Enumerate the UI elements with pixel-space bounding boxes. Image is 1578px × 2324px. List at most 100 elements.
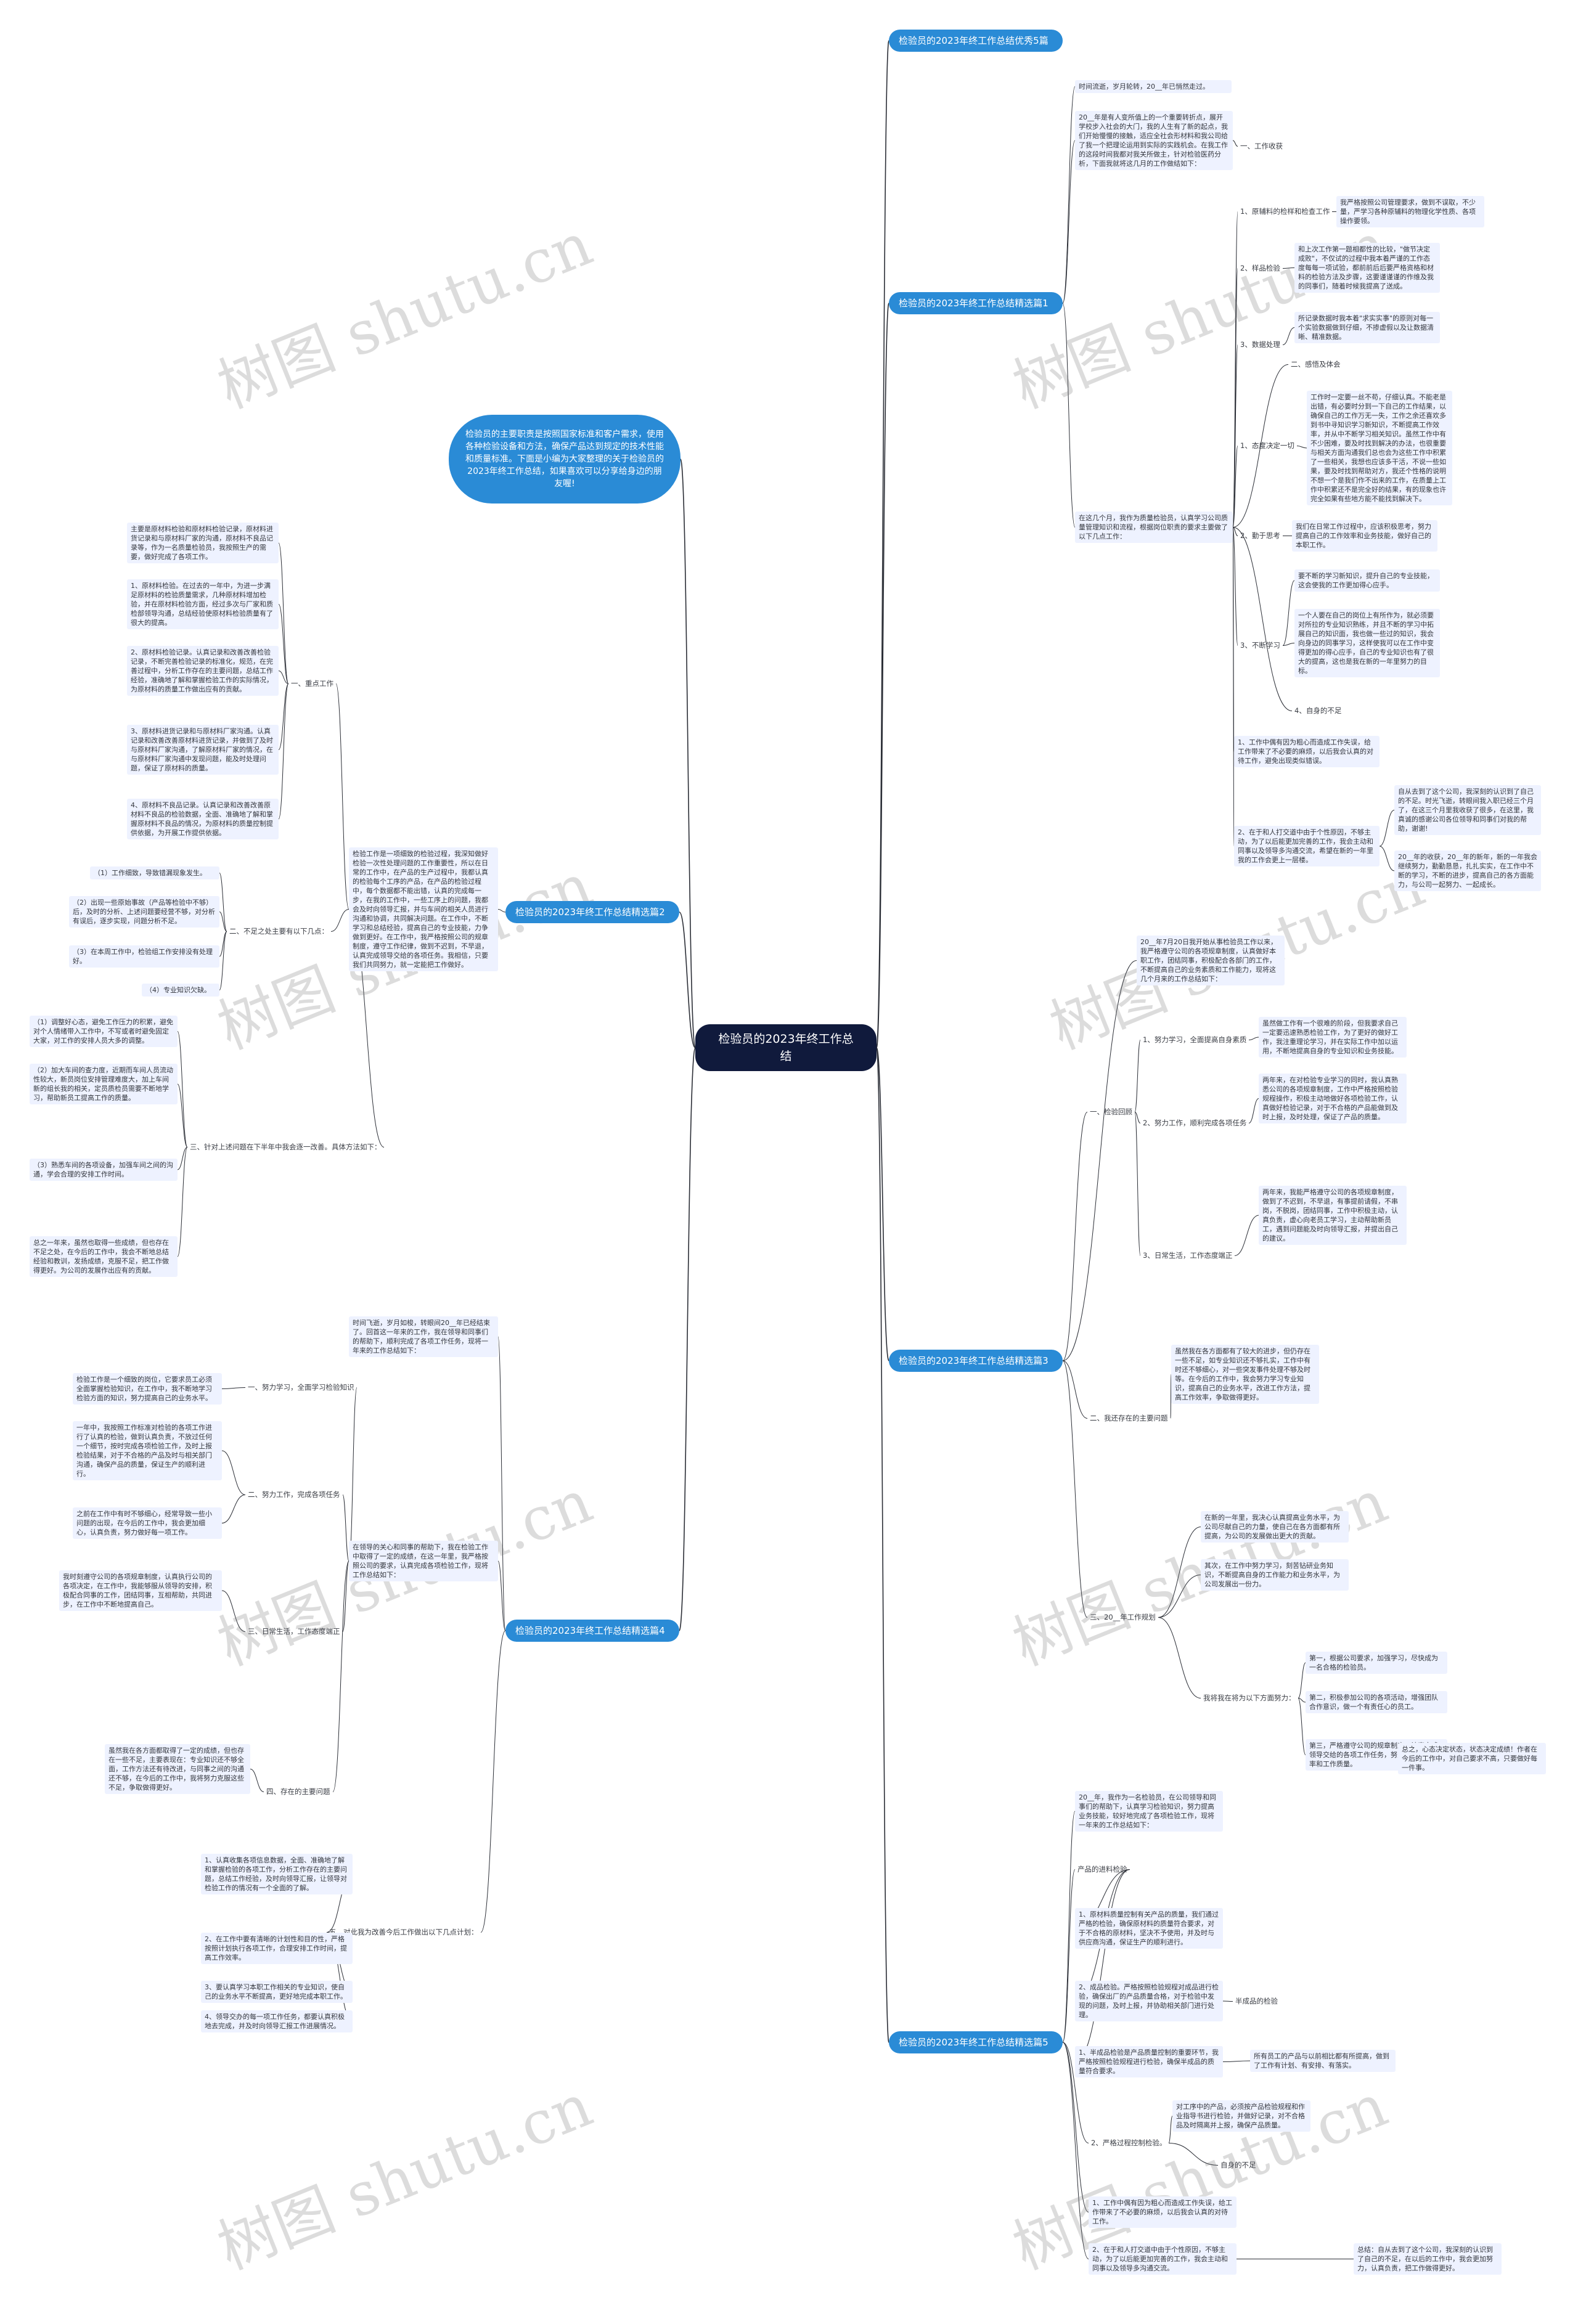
text-node[interactable]: 自从去到了这个公司，我深刻的认识到了自己的不足。时光飞逝，转眼间我入职已经三个月…	[1394, 785, 1541, 835]
sub-topic-label[interactable]: 半成品的检验	[1235, 1997, 1278, 2005]
sub-topic-label[interactable]: 我将我在将为以下方面努力：	[1203, 1694, 1296, 1702]
branch-topic-4[interactable]: 检验员的2023年终工作总结精选篇4	[505, 1620, 679, 1642]
sub-topic-label[interactable]: 四、存在的主要问题	[266, 1787, 330, 1796]
text-node[interactable]: 20__年是有人变所值上的一个重要转折点，展开学校步入社会的大门，我的人生有了新…	[1075, 111, 1233, 170]
text-node[interactable]: 虽然做工作有一个很难的阶段，但我要求自己一定要迅速熟悉检验工作，为了更好的做好工…	[1259, 1017, 1407, 1058]
text-node[interactable]: 1、半成品检验是产品质量控制的重要环节，我严格按照检验规程进行检验，确保半成品的…	[1075, 2046, 1223, 2077]
text-node[interactable]: 和上次工作第一题相都性的比较，"做节决定成败"，不仅试的过程中我本着严谨的工作态…	[1294, 243, 1440, 293]
connector-line	[1232, 527, 1238, 646]
text-node[interactable]: 总之一年来，虽然也取得一些成绩，但也存在不足之处，在今后的工作中，我会不断地总结…	[30, 1236, 178, 1277]
text-node[interactable]: 在这几个月，我作为质量检验员，认真学习公司质量管理知识和流程，根据岗位职责的要求…	[1075, 512, 1233, 543]
text-node[interactable]: 2、原材料检验记录。认真记录和改善改善检验记录，不断完善检验记录的标准化，规范，…	[127, 646, 279, 696]
sub-topic-label[interactable]: 3、日常生活，工作态度端正	[1143, 1251, 1233, 1260]
text-node[interactable]: 主要是原材料检验和原材料检验记录，原材料进货记录和与原材料厂家的沟通，原材料不良…	[127, 523, 279, 563]
text-node[interactable]: （1）工作细致，导致错漏现象发生。	[90, 866, 219, 879]
text-node[interactable]: （3）在本周工作中，检验组工作安排没有处理好。	[69, 945, 219, 968]
text-node[interactable]: 对工序中的产品，必须按产品检验规程和作业指导书进行检验，并做好记录，对不合格品及…	[1172, 2100, 1310, 2132]
text-node[interactable]: （4）专业知识欠缺。	[142, 984, 219, 997]
text-node[interactable]: 所有员工的产品与以前相比都有所提高，做到了工作有计划、有安排、有落实。	[1250, 2050, 1396, 2072]
text-node[interactable]: 2、在于和人打交道中由于个性原因，不够主动，为了以后能更加完善的工作，我会主动和…	[1234, 826, 1380, 866]
sub-topic-label[interactable]: 二、努力工作，完成各项任务	[248, 1490, 340, 1499]
text-node[interactable]: 我时刻遵守公司的各项规章制度，认真执行公司的各项决定，在工作中，我能够服从领导的…	[59, 1570, 222, 1611]
sub-topic-label[interactable]: 三、20__年工作规划	[1090, 1613, 1156, 1621]
text-node[interactable]: 4、原材料不良品记录。认真记录和改善改善原材料不良品的检验数据，全面、准确地了解…	[127, 799, 279, 839]
branch-topic-5[interactable]: 检验员的2023年终工作总结精选篇5	[889, 2031, 1063, 2053]
text-node[interactable]: 1、工作中偶有因为粗心而造成工作失误，给工作带来了不必要的麻烦，以后我会认真的对…	[1234, 736, 1380, 767]
text-node[interactable]: 2、在工作中要有清晰的计划性和目的性，严格按照计划执行各项工作，合理安排工作时间…	[201, 1933, 353, 1964]
connector-line	[1298, 1698, 1306, 1703]
text-node[interactable]: 第二，积极参加公司的各项活动，增强团队合作意识，做一个有责任心的员工。	[1306, 1691, 1447, 1713]
text-node[interactable]: 1、原材料质量控制有关产品的质量，我们通过严格的检验，确保原材料的质量符合要求，…	[1075, 1908, 1223, 1949]
text-node[interactable]: 一年中，我按照工作标准对检验的各项工作进行了认真的检验，做到认真负责，不放过任何…	[73, 1421, 222, 1480]
text-node[interactable]: 两年来，在对检验专业学习的同时，我认真熟悉公司的各项规章制度，工作中严格按照检验…	[1259, 1074, 1407, 1123]
text-node[interactable]: 4、领导交办的每一项工作任务，都要认真积极地去完成，并及时向领导汇报工作进展情况…	[201, 2010, 353, 2032]
text-node[interactable]: 20__年的收获，20__年的新年，新的一年我会继续努力，勤勤恳恳，扎扎实实，在…	[1394, 850, 1541, 891]
sub-topic-label[interactable]: 自身的不足	[1220, 2161, 1256, 2169]
connector-line	[1379, 810, 1395, 847]
text-node[interactable]: 3、原材料进货记录和与原材料厂家沟通。认真记录和改善改善原材料进货记录，并做到了…	[127, 725, 279, 775]
text-node[interactable]: 2、成品检验。严格按照检验规程对成品进行检验，确保出厂的产品质量合格，对于检验中…	[1075, 1981, 1223, 2021]
text-node[interactable]: 3、要认真学习本职工作相关的专业知识，使自己的业务水平不断提高，更好地完成本职工…	[201, 1981, 353, 2003]
text-node[interactable]: 总之，心态决定状态，状态决定成绩！作者在今后的工作中，对自己要求不高，只要做好每…	[1398, 1743, 1546, 1774]
branch-topic-1[interactable]: 检验员的2023年终工作总结精选篇1	[889, 292, 1063, 314]
text-node[interactable]: 所记录数据时我本着"求实实事"的原则对每一个实验数据做到仔细，不掺虚假以及让数据…	[1294, 312, 1440, 343]
text-node[interactable]: （1）调整好心态，避免工作压力的积累，避免对个人情绪带入工作中，不写或者时避免固…	[30, 1016, 178, 1047]
sub-topic-label[interactable]: 三、日常生活，工作态度端正	[248, 1627, 340, 1636]
sub-topic-label[interactable]: 2、严格过程控制检验。	[1091, 2138, 1167, 2147]
text-node[interactable]: 我严格按照公司管理要求，做到不误取，不少量，严学习各种原辅料的物理化学性质、各项…	[1336, 196, 1484, 227]
sub-topic-label[interactable]: 2、样品检验	[1240, 264, 1280, 272]
root-topic[interactable]: 检验员的2023年终工作总结	[695, 1024, 877, 1071]
branch-topic-youxiu[interactable]: 检验员的2023年终工作总结优秀5篇	[889, 30, 1063, 52]
sub-topic-label[interactable]: 一、努力学习，全面学习检验知识	[248, 1383, 354, 1392]
text-node[interactable]: 1、原材料检验。在过去的一年中，为进一步满足原材料的检验质量需求，几种原材料增加…	[127, 579, 279, 629]
sub-topic-label[interactable]: 一、重点工作	[291, 679, 333, 688]
sub-topic-label[interactable]: 3、不断学习	[1240, 641, 1280, 650]
text-node[interactable]: 工作时一定要一丝不苟，仔细认真。不能老是出错，有必要时分到一下自己的工作结果，以…	[1307, 391, 1452, 505]
text-node[interactable]: （2）加大车间的查力度，近期而车间人员流动性较大，新员岗位安排管理难度大，加上车…	[30, 1064, 178, 1104]
text-node[interactable]: 一个人要在自己的岗位上有所作为，就必须要对所拉的专业知识熟练，并且不断的学习中拓…	[1294, 609, 1440, 677]
text-node[interactable]: 检验工作是一个细致的岗位，它要求员工必须全面掌握检验知识，在工作中，我不断地学习…	[73, 1373, 222, 1405]
text-node[interactable]: 20__年，我作为一名检验员，在公司领导和同事们的帮助下，认真学习检验知识，努力…	[1075, 1791, 1223, 1832]
text-node[interactable]: 虽然我在各方面都取得了一定的成绩，但也存在一些不足，主要表现在：专业知识还不够全…	[105, 1744, 250, 1794]
text-node[interactable]: 20__年7月20日我开始从事检验员工作以来，我严格遵守公司的各项规章制度，认真…	[1137, 936, 1285, 985]
text-node[interactable]: 我们在日常工作过程中，应该积极思考，努力提高自己的工作效率和业务技能，做好自己的…	[1292, 520, 1437, 552]
branch-topic-3[interactable]: 检验员的2023年终工作总结精选篇3	[889, 1350, 1063, 1372]
text-node[interactable]: （3）熟悉车间的各项设备，加强车间之间的沟通，学会合理的安排工作时间。	[30, 1159, 178, 1181]
sub-topic-label[interactable]: 1、原辅料的检样和检查工作	[1240, 207, 1330, 216]
sub-topic-label[interactable]: 五、对此我为改善今后工作做出以下几点计划：	[329, 1928, 478, 1936]
text-node[interactable]: 之前在工作中有时不够细心，经常导致一些小问题的出现，在今后的工作中，我会更加细心…	[73, 1507, 222, 1539]
text-node[interactable]: 两年来，我能严格遵守公司的各项规章制度，做到了不迟到，不早退，有事提前请假，不串…	[1259, 1186, 1407, 1245]
text-node[interactable]: 其次，在工作中努力学习，刻苦钻研业务知识，不断提高自身的工作能力和业务水平，为公…	[1201, 1559, 1349, 1591]
text-node[interactable]: 1、认真收集各项信息数据，全面、准确地了解和掌握检验的各项工作，分析工作存在的主…	[201, 1854, 353, 1894]
text-node[interactable]: 检验工作是一项细致的检验过程，我深知做好检验一次性处理问题的工作重要性，所以在日…	[349, 847, 498, 971]
sub-topic-label[interactable]: 1、努力学习，全面提高自身素质	[1143, 1035, 1247, 1044]
sub-topic-label[interactable]: 3、数据处理	[1240, 340, 1280, 349]
sub-topic-label[interactable]: 一、检验回顾	[1090, 1107, 1132, 1116]
text-node[interactable]: 在领导的关心和同事的帮助下，我在检验工作中取得了一定的成绩，在这一年里，我严格按…	[349, 1541, 498, 1581]
text-node[interactable]: 在新的一年里，我决心认真提高业务水平，为公司尽献自己的力量，使自己在各方面都有所…	[1201, 1511, 1349, 1543]
sub-topic-label[interactable]: 2、勤于思考	[1240, 531, 1280, 540]
sub-topic-label[interactable]: 二、我还存在的主要问题	[1090, 1414, 1168, 1422]
text-node[interactable]: 2、在于和人打交道中由于个性原因，不够主动，为了以后能更加完善的工作，我会主动和…	[1089, 2243, 1237, 2275]
connector-line	[342, 1494, 350, 1562]
text-node[interactable]: 第一，根据公司要求，加强学习，尽快成为一名合格的检验员。	[1306, 1652, 1447, 1674]
text-node[interactable]: 总结：自从去到了这个公司，我深刻的认识到了自己的不足，在以后的工作中，我会更加努…	[1354, 2243, 1502, 2275]
connector-line	[348, 1387, 358, 1562]
text-node[interactable]: 虽然我在各方面都有了较大的进步，但仍存在一些不足，如专业知识还不够扎实，工作中有…	[1171, 1345, 1319, 1404]
branch-topic-2[interactable]: 检验员的2023年终工作总结精选篇2	[505, 901, 679, 923]
sub-topic-label[interactable]: 1、态度决定一切	[1240, 441, 1294, 450]
text-node[interactable]: 要不断的学习新知识，提升自己的专业技能，这会使我的工作更加得心应手。	[1294, 569, 1440, 592]
text-node[interactable]: 时间流逝，岁月轮转，20__年已悄然走过。	[1075, 80, 1232, 93]
sub-topic-label[interactable]: 4、自身的不足	[1294, 706, 1342, 715]
sub-topic-label[interactable]: 二、不足之处主要有以下几点：	[229, 927, 329, 936]
intro-bubble[interactable]: 检验员的主要职责是按照国家标准和客户需求，使用各种检验设备和方法，确保产品达到规…	[449, 415, 681, 504]
sub-topic-label[interactable]: 2、努力工作，顺利完成各项任务	[1143, 1119, 1247, 1127]
text-node[interactable]: （2）出现一些原始事故（产品等检验中不够）后，及时的分析、上述问题要经营不够，对…	[69, 896, 219, 928]
sub-topic-label[interactable]: 一、工作收获	[1240, 142, 1283, 150]
connector-line	[1062, 2042, 1089, 2259]
text-node[interactable]: 时间飞逝，岁月如梭，转眼间20__年已经结束了。回首这一年来的工作，我在领导和同…	[349, 1316, 498, 1357]
sub-topic-label[interactable]: 三、针对上述问题在下半年中我会逐一改善。具体方法如下：	[190, 1143, 382, 1151]
text-node[interactable]: 1、工作中偶有因为粗心而造成工作失误，给工作带来了不必要的麻烦，以后我会认真的对…	[1089, 2196, 1237, 2228]
sub-topic-label[interactable]: 产品的进料检验	[1077, 1865, 1127, 1873]
sub-topic-label[interactable]: 二、感悟及体会	[1291, 360, 1341, 369]
